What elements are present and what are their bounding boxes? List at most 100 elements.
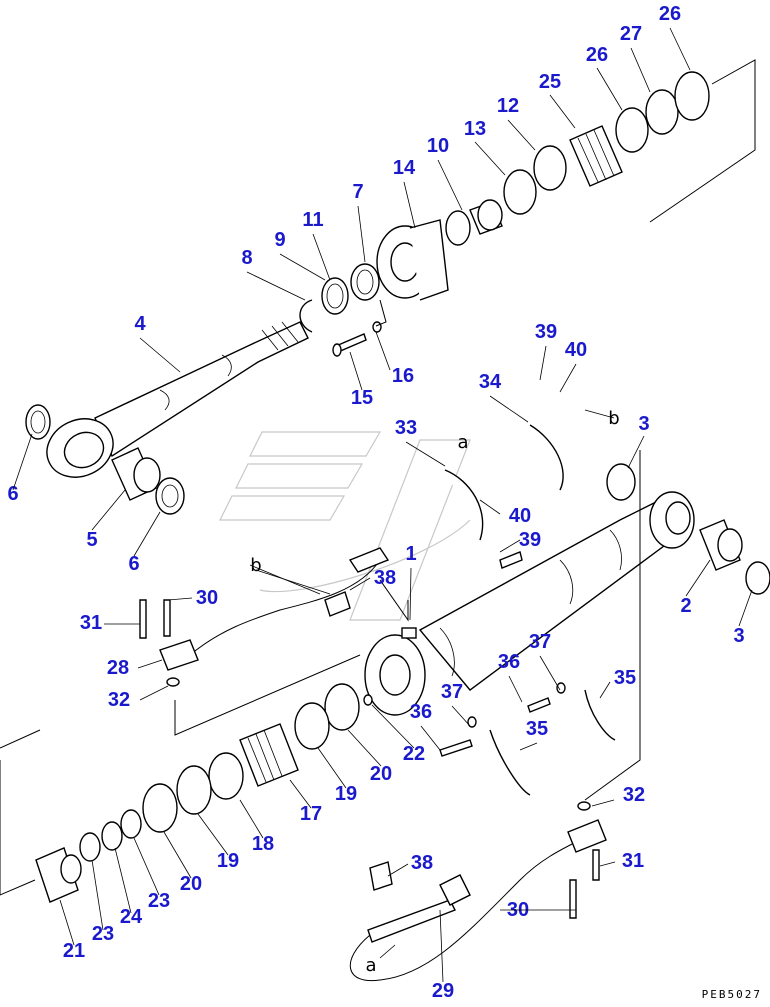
ring-26a: [615, 107, 649, 153]
ring-12: [533, 145, 567, 191]
callout: 29: [432, 980, 454, 1002]
callout: 35: [614, 667, 636, 689]
piston-rod-assembly: [25, 59, 756, 515]
drawing-code: PEB5027: [702, 988, 762, 1001]
callout-letter: b: [608, 408, 619, 429]
callout: 15: [351, 387, 373, 409]
callout: 31: [622, 850, 644, 872]
callout: 8: [241, 247, 252, 269]
callout-letter: a: [365, 955, 376, 976]
ring-20b: [142, 783, 178, 833]
callout: 32: [623, 784, 645, 806]
callout: 22: [403, 743, 425, 765]
piston-assembly: [0, 654, 373, 903]
callout: 9: [274, 229, 285, 251]
callout: 13: [464, 118, 486, 140]
ring-20a: [324, 683, 360, 731]
callout: 37: [529, 631, 551, 653]
callout: 16: [392, 365, 414, 387]
callout: 5: [86, 529, 97, 551]
callout: 40: [565, 339, 587, 361]
piping: [139, 450, 641, 982]
ring-18: [208, 752, 244, 800]
callout: 12: [497, 95, 519, 117]
callout: 26: [586, 44, 608, 66]
clamp-33: [444, 469, 484, 541]
callout-letter: b: [250, 555, 261, 576]
callout: 28: [107, 657, 129, 679]
callout: 39: [519, 529, 541, 551]
callout: 17: [300, 803, 322, 825]
callout: 36: [410, 701, 432, 723]
callout: 26: [659, 3, 681, 25]
flange-lower: [567, 819, 607, 853]
callout: 23: [92, 923, 114, 945]
dust-seal-left: [25, 404, 51, 440]
callout: 18: [252, 833, 274, 855]
callout: 31: [80, 612, 102, 634]
dust-seal-rod: [155, 477, 185, 515]
callout: 24: [120, 906, 143, 928]
callout: 6: [7, 483, 18, 505]
callout: 20: [180, 873, 202, 895]
callout: 6: [128, 553, 139, 575]
callout: 3: [638, 413, 649, 435]
leader-lines: [12, 27, 753, 983]
callout: 33: [395, 417, 417, 439]
callout: 19: [217, 850, 239, 872]
ring-22: [363, 694, 373, 706]
ring-11: [350, 263, 380, 301]
callout: 36: [498, 651, 520, 673]
callout: 38: [411, 852, 433, 874]
clamp-35b: [584, 689, 616, 741]
piston-rod: [94, 321, 309, 458]
ring-14: [445, 210, 471, 246]
callout-labels: 26 27 26 25 12 13 10 14 7 11 9 8 4 16 15…: [7, 3, 744, 1002]
hose-29: [367, 899, 456, 943]
dust-seal-tube-2: [745, 561, 770, 595]
flange-28: [159, 639, 199, 671]
callout: 32: [108, 689, 130, 711]
callout: 4: [134, 313, 146, 335]
callout: 23: [148, 890, 170, 912]
callout: 34: [479, 371, 502, 393]
o-ring-32-bottom: [577, 801, 591, 811]
callout: 14: [393, 157, 416, 179]
callout: 35: [526, 718, 548, 740]
callout: 7: [352, 181, 363, 203]
clip-38-top: [324, 591, 351, 617]
callout: 39: [535, 321, 557, 343]
callout: 1: [405, 543, 416, 565]
ring-13: [503, 169, 537, 215]
ring-23b: [79, 832, 101, 862]
callout: 40: [509, 505, 531, 527]
ring-19a: [294, 702, 330, 750]
ring-19b: [176, 765, 212, 815]
callout: 11: [302, 209, 323, 231]
washer-16: [372, 321, 382, 333]
callout: 2: [680, 595, 691, 617]
callout: 21: [63, 940, 85, 962]
callout: 37: [441, 681, 463, 703]
ring-27: [645, 89, 679, 135]
o-ring-32-top: [166, 677, 180, 687]
callout: 38: [374, 567, 396, 589]
callout: 27: [620, 23, 642, 45]
dust-seal-tube: [606, 463, 636, 501]
packing-17: [239, 723, 299, 787]
callout-letter: a: [457, 432, 468, 453]
callout: 20: [370, 763, 392, 785]
callout: 30: [196, 587, 218, 609]
clamp-34: [529, 424, 564, 491]
ring-23a: [120, 809, 142, 839]
ring-24: [101, 821, 123, 851]
clip-38-bottom: [369, 861, 393, 891]
clamp-35a: [489, 729, 531, 796]
cylinder-tube: [418, 499, 673, 691]
ring-26b: [674, 71, 710, 121]
ring-9: [321, 277, 349, 315]
callout: 3: [733, 625, 744, 647]
cylinder-tube-assembly: [364, 424, 770, 796]
callout: 19: [335, 783, 357, 805]
